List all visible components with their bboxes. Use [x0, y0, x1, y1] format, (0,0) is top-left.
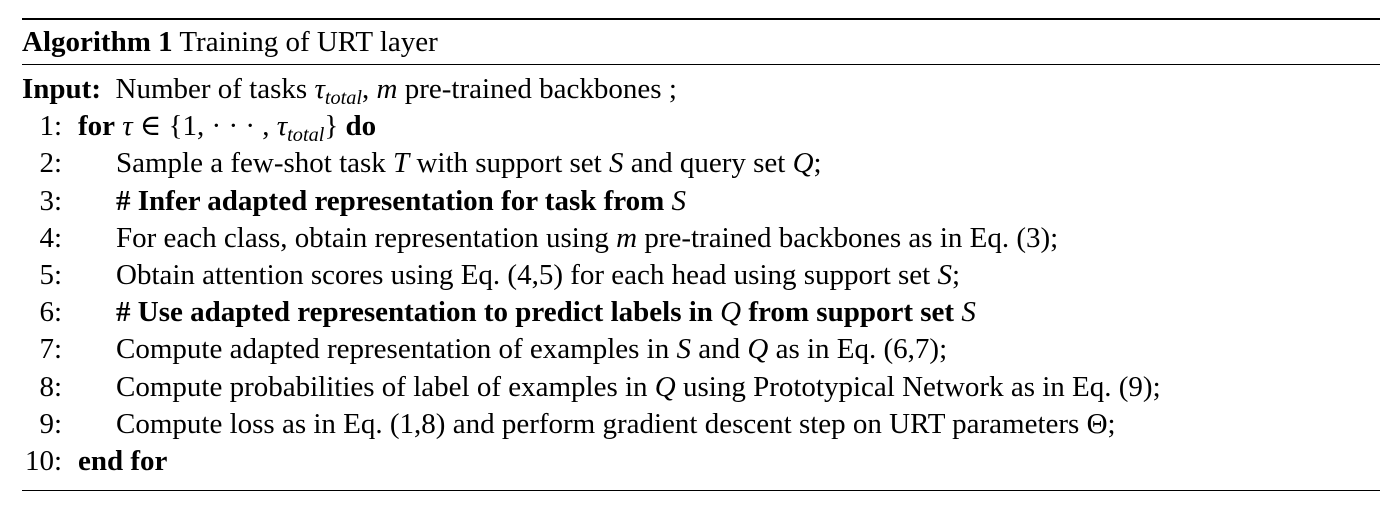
algorithm-header: Algorithm 1 Training of URT layer [22, 20, 1380, 64]
math-Q: Q [654, 370, 676, 403]
line-text: For each class, obtain representation us… [116, 221, 609, 254]
line-number: 7: [39, 333, 62, 366]
close-brace: } [324, 110, 339, 143]
algo-line-3: 3: # Infer adapted representation for ta… [22, 183, 1380, 220]
line-text: ; [1107, 407, 1116, 440]
line-content: Compute probabilities of label of exampl… [116, 369, 1161, 406]
math-S: S [961, 296, 976, 329]
input-label: Input: [22, 73, 101, 105]
keyword-end-for: end for [78, 444, 168, 477]
algo-line-5: 5: Obtain attention scores using Eq. (4,… [22, 257, 1380, 294]
m-symbol: m [376, 73, 398, 105]
comment-text: # Infer adapted representation for task … [116, 184, 665, 217]
comma: , [362, 73, 370, 105]
line-text: Compute probabilities of label of exampl… [116, 370, 648, 403]
line-text: Compute adapted representation of exampl… [116, 333, 670, 366]
math-T: T [393, 147, 410, 180]
header-rule [22, 64, 1380, 65]
math-Q: Q [747, 333, 769, 366]
bottom-rule [22, 490, 1380, 492]
algo-line-9: 9: Compute loss as in Eq. (1,8) and perf… [22, 406, 1380, 443]
line-text: Obtain attention scores using Eq. (4,5) … [116, 258, 931, 291]
line-text: with support set [416, 147, 602, 180]
line-text: Compute loss as in Eq. (1,8) and perform… [116, 407, 1080, 440]
algorithm-label: Algorithm 1 [22, 26, 173, 58]
math-Q: Q [792, 147, 814, 180]
line-text: using Prototypical Network as in Eq. (9)… [683, 370, 1161, 403]
algo-line-10: 10: end for [22, 443, 1380, 480]
line-text: as in Eq. (6,7); [775, 333, 948, 366]
top-rule [22, 18, 1380, 20]
line-number: 9: [39, 407, 62, 440]
line-content: end for [78, 443, 167, 480]
line-number: 5: [39, 258, 62, 291]
input-content: Input: Number of tasks τtotal, m pre-tra… [22, 71, 677, 108]
total-subscript: total [324, 87, 363, 110]
input-text: pre-trained backbones ; [404, 73, 677, 105]
algo-line-2: 2: Sample a few-shot task T with support… [22, 145, 1380, 182]
algo-line-4: 4: For each class, obtain representation… [22, 220, 1380, 257]
algorithm-title: Training of URT layer [179, 26, 438, 58]
input-line: Input: Number of tasks τtotal, m pre-tra… [22, 71, 1380, 108]
math-S: S [608, 147, 624, 180]
line-text: ; [813, 147, 822, 180]
math-S: S [937, 258, 952, 291]
line-content: for τ ∈ {1, · · · , τtotal} do [78, 108, 376, 145]
line-number: 2: [39, 147, 62, 180]
line-content: Compute loss as in Eq. (1,8) and perform… [116, 406, 1116, 443]
math-S: S [676, 333, 692, 366]
math-m: m [616, 221, 638, 254]
math-Q: Q [720, 296, 742, 329]
line-content: Obtain attention scores using Eq. (4,5) … [116, 257, 960, 294]
line-content: # Use adapted representation to predict … [116, 294, 976, 331]
line-text: and [698, 333, 741, 366]
algo-line-6: 6: # Use adapted representation to predi… [22, 294, 1380, 331]
line-number: 3: [39, 184, 62, 217]
line-text: Sample a few-shot task [116, 147, 386, 180]
total-subscript: total [287, 124, 325, 147]
math-theta: Θ [1086, 407, 1108, 440]
algo-line-7: 7: Compute adapted representation of exa… [22, 331, 1380, 368]
line-content: Compute adapted representation of exampl… [116, 331, 947, 368]
math-S: S [671, 184, 687, 217]
keyword-for: for [78, 110, 116, 143]
line-content: Sample a few-shot task T with support se… [116, 145, 822, 182]
line-number: 4: [39, 221, 62, 254]
comment-text: # Use adapted representation to predict … [116, 296, 713, 329]
tau-symbol: τ [122, 110, 133, 143]
tau-symbol: τ [276, 110, 288, 143]
comment-text: from support set [748, 296, 955, 329]
line-number: 6: [39, 296, 62, 329]
line-text: pre-trained backbones as in Eq. (3); [644, 221, 1059, 254]
algorithm-box: Algorithm 1 Training of URT layer Input:… [22, 18, 1380, 492]
line-text: ; [951, 258, 961, 291]
line-number: 8: [39, 370, 62, 403]
line-number: 10: [24, 444, 62, 477]
keyword-do: do [345, 110, 377, 143]
algo-line-1: 1: for τ ∈ {1, · · · , τtotal} do [22, 108, 1380, 145]
tau-symbol: τ [314, 73, 325, 105]
line-number: 1: [39, 110, 62, 143]
algo-line-8: 8: Compute probabilities of label of exa… [22, 369, 1380, 406]
set-expression: ∈ {1, · · · , [139, 110, 270, 143]
algorithm-body: Input: Number of tasks τtotal, m pre-tra… [22, 65, 1380, 490]
line-content: # Infer adapted representation for task … [116, 183, 686, 220]
line-text: and query set [630, 147, 786, 180]
line-content: For each class, obtain representation us… [116, 220, 1058, 257]
input-text: Number of tasks [115, 73, 308, 105]
